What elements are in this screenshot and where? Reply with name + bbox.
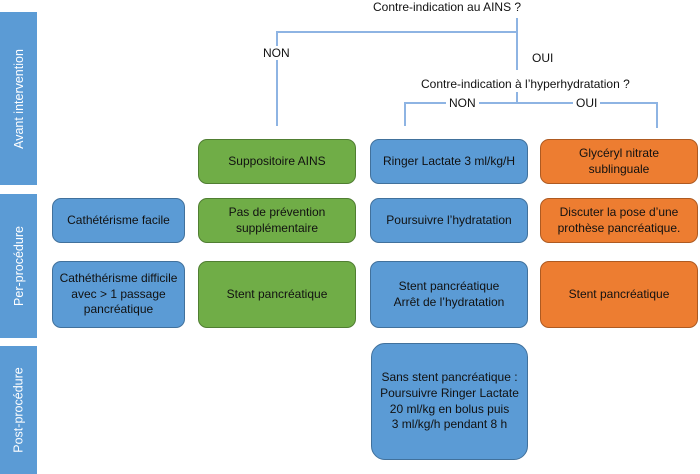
box-sans-stent: Sans stent pancréatique : Poursuivre Rin… [371, 343, 528, 460]
connector-q1-branches [276, 18, 518, 126]
phase-per-label: Per-procédure [11, 226, 26, 306]
box-catheterisme-difficile: Cathéthérisme difficile avec > 1 passage… [52, 261, 185, 328]
box-catheterisme-facile: Cathétérisme facile [52, 198, 185, 243]
box-poursuivre-hydratation: Poursuivre l’hydratation [370, 198, 528, 243]
box-glyceryl-nitrate: Glycéryl nitrate sublinguale [540, 139, 698, 184]
phase-avant-label: Avant intervention [11, 48, 26, 149]
branch-no-hyperhydratation: NON [446, 96, 479, 110]
phase-per-procedure: Per-procédure [0, 194, 37, 338]
box-suppositoire-ains: Suppositoire AINS [198, 139, 356, 184]
question-ains: Contre-indication au AINS ? [370, 0, 525, 14]
box-stent-pancreatique-orange: Stent pancréatique [540, 261, 698, 328]
branch-yes-hyperhydratation: OUI [573, 96, 601, 110]
phase-post-label: Post-procédure [11, 367, 26, 453]
branch-yes-ains: OUI [529, 51, 557, 65]
box-ringer-lactate: Ringer Lactate 3 ml/kg/H [370, 139, 528, 184]
branch-no-ains: NON [260, 46, 293, 60]
phase-post-procedure: Post-procédure [0, 346, 37, 474]
box-stent-arret-hydratation: Stent pancréatique Arrêt de l’hydratatio… [370, 261, 528, 328]
box-stent-pancreatique-green: Stent pancréatique [198, 261, 356, 328]
phase-avant-intervention: Avant intervention [0, 12, 37, 185]
box-pas-de-prevention: Pas de prévention supplémentaire [198, 198, 356, 243]
question-hyperhydratation: Contre-indication à l’hyperhydratation ? [418, 77, 633, 91]
connector-q2-branches [404, 102, 658, 128]
box-discuter-prothese: Discuter la pose d’une prothèse pancréat… [540, 198, 698, 243]
